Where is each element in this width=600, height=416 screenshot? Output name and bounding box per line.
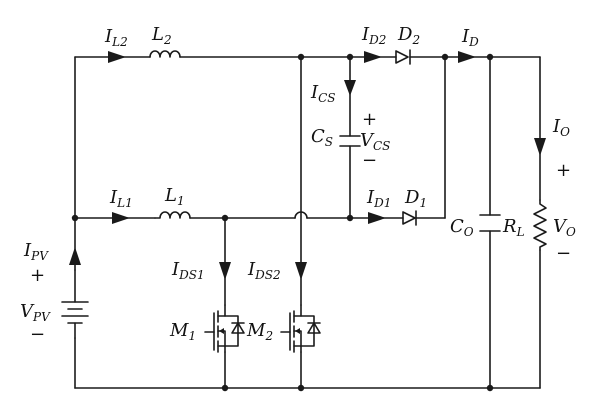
label-vo: VO	[553, 216, 576, 239]
diode-d1	[402, 210, 417, 226]
junction-dot	[297, 53, 305, 61]
label-vpv: VPV	[20, 301, 51, 324]
arrow-id	[458, 51, 476, 63]
resistor-rl	[533, 199, 547, 251]
junction-dot	[346, 214, 354, 222]
arrow-id2	[364, 51, 382, 63]
junctions	[71, 53, 494, 392]
label-id2: ID2	[361, 24, 386, 47]
junction-dot	[486, 53, 494, 61]
label-rl: RL	[502, 216, 525, 239]
diode-d2	[395, 49, 411, 65]
label-l1: L1	[164, 185, 185, 208]
label-ics: ICS	[310, 82, 336, 105]
inductor-l2	[149, 50, 181, 58]
label-d2: D2	[397, 24, 420, 47]
label-d1: D1	[404, 187, 427, 210]
inductor-l1	[154, 211, 191, 219]
arrow-ids2	[295, 262, 307, 280]
label-vcs: VCS	[360, 130, 390, 153]
junction-dot	[486, 384, 494, 392]
arrow-io	[534, 138, 546, 156]
label-cs: CS	[311, 126, 333, 149]
label-m2: M2	[246, 320, 273, 343]
label-ids1: IDS1	[171, 259, 205, 282]
label-ipv: IPV	[23, 240, 49, 263]
label-co: CO	[450, 216, 474, 239]
label-ids2: IDS2	[247, 259, 281, 282]
label-il2: IL2	[104, 26, 128, 49]
arrow-il2	[108, 51, 126, 63]
label-vpv-minus: −	[30, 324, 45, 345]
pv-source	[61, 269, 89, 339]
label-m1: M1	[169, 320, 196, 343]
arrow-il1	[112, 212, 130, 224]
label-l2: L2	[151, 24, 172, 47]
label-vpv-plus: +	[30, 265, 45, 286]
label-id1: ID1	[366, 187, 391, 210]
label-vo-minus: −	[556, 243, 571, 264]
mosfet-m2	[280, 304, 321, 353]
junction-dot	[346, 53, 354, 61]
current-arrows	[69, 51, 546, 280]
label-vo-plus: +	[556, 160, 571, 181]
arrow-ids1	[219, 262, 231, 280]
capacitor-co	[479, 214, 501, 232]
label-io: IO	[552, 116, 570, 139]
junction-dot	[221, 384, 229, 392]
wires	[74, 56, 541, 389]
arrow-id1	[368, 212, 386, 224]
junction-dot	[71, 214, 79, 222]
capacitor-cs	[339, 135, 361, 147]
arrow-ipv	[69, 247, 81, 265]
junction-dot	[221, 214, 229, 222]
label-id: ID	[461, 26, 479, 49]
junction-dot	[441, 53, 449, 61]
arrow-ics	[344, 80, 356, 96]
label-vcs-minus: −	[362, 150, 377, 171]
junction-dot	[297, 384, 305, 392]
label-vcs-plus: +	[362, 109, 377, 130]
label-il1: IL1	[109, 187, 133, 210]
mosfet-m1	[204, 304, 245, 353]
labels: IL2 L2 ID2 D2 ID ICS CS + VCS − IO + IL1…	[20, 24, 576, 345]
